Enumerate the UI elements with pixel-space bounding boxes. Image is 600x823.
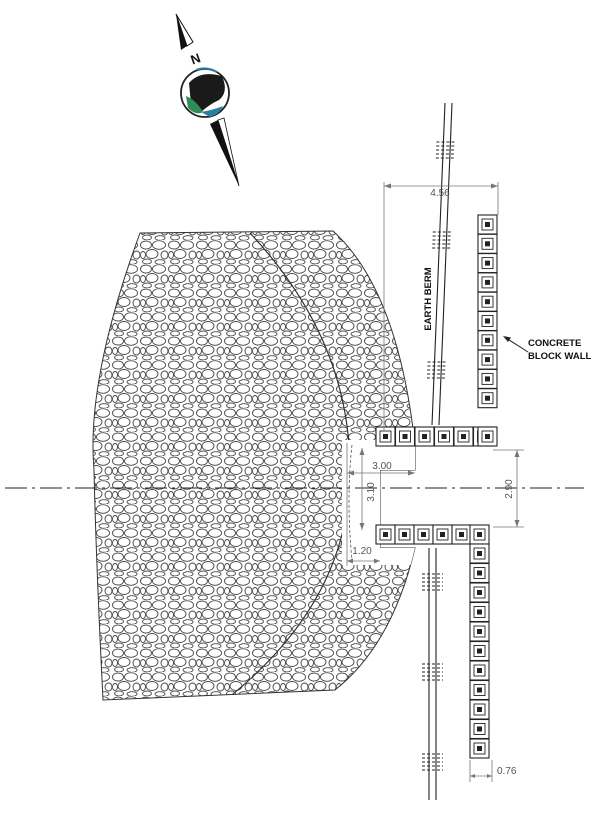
concrete-block-14 bbox=[453, 426, 474, 447]
concrete-block-12 bbox=[414, 426, 435, 447]
berm-hatch-ticks-lower bbox=[422, 573, 443, 771]
dimension-gap-lower: 1.20 bbox=[347, 546, 380, 564]
concrete-block-9 bbox=[477, 388, 498, 409]
concrete-block-27 bbox=[469, 621, 490, 642]
dimension-block-size: 0.76 bbox=[469, 760, 517, 782]
concrete-block-17 bbox=[375, 524, 396, 545]
stone-mound-fill bbox=[92, 230, 416, 701]
concrete-block-4 bbox=[477, 291, 498, 312]
dim-label-block-size: 0.76 bbox=[497, 766, 517, 777]
concrete-block-19 bbox=[413, 524, 434, 545]
earth-berm-upper bbox=[426, 102, 457, 426]
opening-rubble-edge bbox=[348, 444, 353, 561]
concrete-block-22 bbox=[469, 524, 490, 545]
concrete-block-16 bbox=[477, 426, 498, 447]
concrete-block-7 bbox=[477, 349, 498, 370]
concrete-block-21 bbox=[451, 524, 472, 545]
concrete-block-6 bbox=[477, 330, 498, 351]
stone-mound bbox=[92, 230, 416, 701]
concrete-block-25 bbox=[469, 582, 490, 603]
north-label: N bbox=[188, 50, 202, 67]
concrete-block-20 bbox=[432, 524, 453, 545]
concrete-block-26 bbox=[469, 601, 490, 623]
north-arrow-icon: N bbox=[175, 13, 240, 187]
dim-label-gap-upper: 3.00 bbox=[372, 461, 392, 472]
earth-berm-label: EARTH BERM bbox=[423, 267, 434, 330]
concrete-block-18 bbox=[394, 524, 415, 545]
concrete-block-33 bbox=[469, 738, 490, 759]
concrete-block-23 bbox=[469, 543, 490, 564]
concrete-block-29 bbox=[469, 660, 490, 681]
concrete-block-13 bbox=[433, 426, 455, 447]
concrete-block-8 bbox=[477, 368, 498, 389]
concrete-label-line1: CONCRETE bbox=[528, 338, 581, 349]
concrete-block-3 bbox=[477, 272, 498, 293]
concrete-block-28 bbox=[469, 640, 490, 662]
concrete-block-30 bbox=[469, 679, 490, 701]
concrete-block-2 bbox=[477, 253, 498, 274]
earth-berm-lower bbox=[422, 548, 443, 800]
dimension-berm-width: 4.56 bbox=[383, 182, 499, 430]
dimension-gap-middle: 3.10 bbox=[359, 448, 377, 530]
concrete-block-1 bbox=[477, 233, 498, 254]
berm-hatch-ticks bbox=[426, 141, 457, 379]
compass-needle-south bbox=[210, 120, 239, 186]
concrete-block-wall bbox=[375, 214, 498, 759]
dim-label-gap-lower: 1.20 bbox=[352, 546, 372, 557]
concrete-block-24 bbox=[469, 562, 490, 584]
concrete-block-0 bbox=[477, 214, 498, 235]
dim-label-gap-middle: 3.10 bbox=[366, 482, 377, 502]
concrete-block-wall-callout: CONCRETE BLOCK WALL bbox=[503, 336, 592, 362]
dimension-gap-upper: 3.00 bbox=[346, 443, 415, 566]
concrete-block-10 bbox=[375, 426, 396, 447]
dim-label-berm-width: 4.56 bbox=[430, 188, 450, 199]
dim-label-opening: 2.90 bbox=[504, 479, 515, 499]
concrete-block-32 bbox=[469, 718, 490, 740]
concrete-block-5 bbox=[477, 310, 498, 332]
concrete-block-11 bbox=[394, 426, 416, 447]
dimension-opening: 2.90 bbox=[493, 449, 524, 528]
concrete-block-31 bbox=[469, 699, 490, 720]
concrete-label-line2: BLOCK WALL bbox=[528, 351, 592, 362]
